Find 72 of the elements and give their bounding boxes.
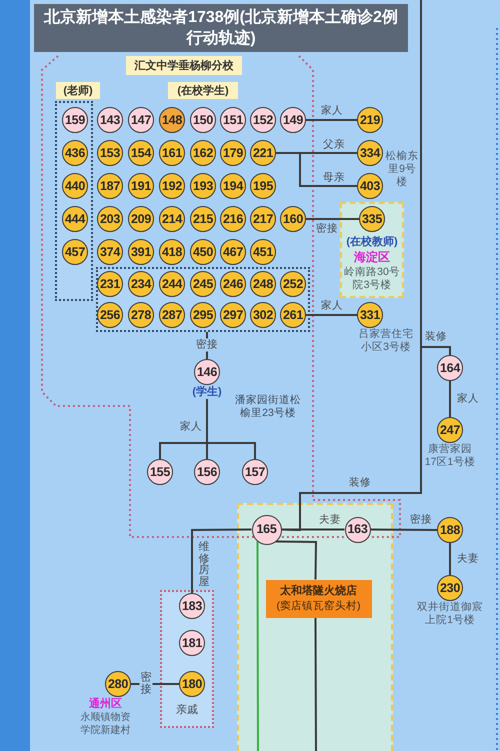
edge-label: 装修	[424, 330, 448, 344]
edge-label: 维修房屋	[198, 541, 210, 589]
connector-line	[206, 332, 208, 359]
case-circle: 244	[159, 271, 185, 297]
case-circle: 183	[179, 593, 205, 619]
connector-line	[449, 543, 451, 575]
connector-line	[206, 399, 256, 459]
case-circle: 295	[190, 302, 216, 328]
edge-label: 家人	[320, 300, 344, 312]
connector-line	[275, 540, 318, 580]
place-address: (窦店镇瓦窑头村)	[276, 599, 360, 613]
title-banner: 北京新增本土感染者1738例(北京新增本土确诊2例行动轨迹)	[34, 4, 408, 52]
case-circle: 234	[128, 271, 154, 297]
address-caption: 双井街道御宸上院1号楼	[416, 601, 484, 627]
group-outline	[160, 590, 214, 728]
edge-label: 母亲	[322, 172, 346, 184]
case-circle: 231	[97, 271, 123, 297]
place-box	[266, 580, 372, 618]
edge-label: 家人	[179, 420, 203, 434]
connector-line	[306, 314, 357, 316]
case-circle: 165	[252, 514, 282, 544]
role-caption: (学生)	[191, 385, 223, 399]
case-circle: 181	[179, 630, 205, 656]
group-heading: (在校学生)	[168, 82, 238, 99]
case-circle: 302	[250, 302, 276, 328]
heading-label: 汇文中学垂杨柳分校	[126, 56, 242, 75]
edge-label: 密接	[409, 514, 433, 526]
case-circle: 278	[128, 302, 154, 328]
case-circle: 248	[250, 271, 276, 297]
case-circle: 297	[220, 302, 246, 328]
edge-label: 夫妻	[318, 514, 342, 526]
connector-line	[314, 618, 317, 751]
connector-line	[449, 381, 451, 417]
edge-label: 密接	[315, 222, 339, 236]
place-name: 太和塔隧火烧店	[280, 584, 357, 599]
place-label: 松榆东里9号楼	[385, 150, 419, 189]
edge-label: 夫妻	[456, 552, 480, 566]
edge-label: 密接	[195, 338, 219, 352]
case-circle: 335	[359, 206, 385, 232]
address-label: 岭南路30号院3号楼	[343, 266, 401, 292]
address-caption: 永顺镇物资学院新建村	[80, 711, 131, 737]
address-caption: 吕家营住宅小区3号楼	[358, 328, 414, 354]
district-area	[237, 503, 393, 751]
group-outline	[96, 267, 310, 332]
case-circle: 256	[97, 302, 123, 328]
edge-label: 家人	[320, 104, 344, 118]
group-label: 亲戚	[175, 704, 199, 717]
role-label: (在校教师)	[345, 235, 399, 249]
place-label: 潘家园街道松榆里23号楼	[235, 394, 301, 420]
district-caption: 通州区	[88, 697, 123, 711]
district-label: 海淀区	[353, 250, 391, 265]
edge-label: 密接	[140, 672, 152, 696]
connector-line	[276, 152, 357, 187]
connector-line	[306, 218, 359, 220]
case-circle: 261	[280, 302, 306, 328]
area-box	[340, 202, 404, 298]
connector-line	[191, 528, 252, 593]
edge-label: 装修	[348, 476, 372, 490]
case-circle: 163	[344, 516, 370, 542]
edge-label: 父亲	[322, 138, 346, 152]
connector-line	[370, 528, 437, 531]
connector-line	[282, 528, 344, 530]
case-circle: 245	[190, 271, 216, 297]
group-heading: (老师)	[56, 82, 100, 99]
case-circle: 287	[159, 302, 185, 328]
case-circle: 180	[179, 671, 205, 697]
edge-label: 家人	[456, 392, 480, 406]
address-caption: 康营家园17区1号楼	[424, 443, 476, 469]
connector-line	[256, 542, 259, 751]
case-circle: 246	[220, 271, 246, 297]
connector-line	[306, 119, 357, 121]
case-circle: 252	[280, 271, 306, 297]
